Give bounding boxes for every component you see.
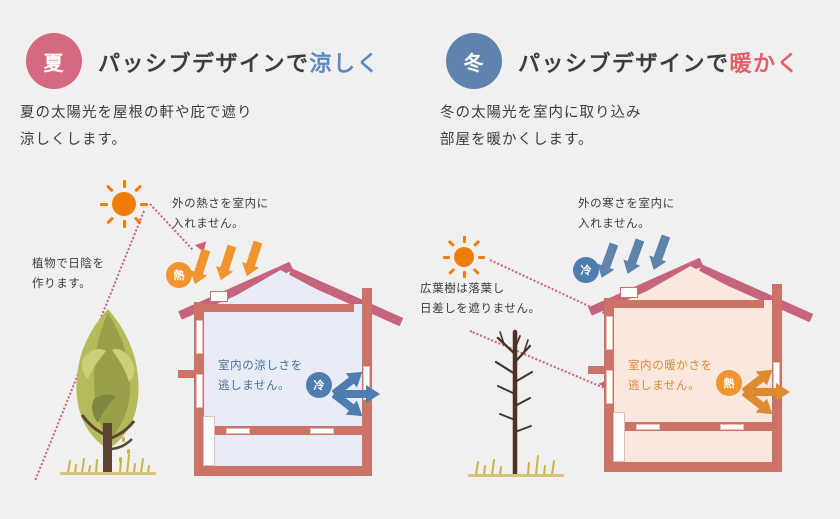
winter-wall-slot-lower-left <box>606 370 613 404</box>
winter-inside-heat-chip-label: 熱 <box>723 378 735 390</box>
summer-floor-slot-right <box>310 428 334 434</box>
winter-shade-note: 広葉樹は落葉し 日差しを遮りません。 <box>420 283 541 315</box>
winter-floor-band <box>604 422 782 431</box>
winter-roof-vent <box>620 287 638 298</box>
summer-inside-note: 室内の涼しさを 逃しません。 <box>218 360 303 392</box>
summer-season-badge-label: 夏 <box>43 52 65 75</box>
winter-block-note: 外の寒さを室内に 入れません。 <box>578 198 675 230</box>
winter-season-badge-label: 冬 <box>463 52 485 75</box>
winter-headline-main: パッシブデザインで <box>518 51 730 76</box>
summer-season-badge: 夏 <box>26 33 82 89</box>
winter-floor-slot-right <box>720 424 744 430</box>
bare-tree-graphic <box>468 329 564 477</box>
summer-description: 夏の太陽光を屋根の軒や庇で遮り 涼しくします。 <box>20 105 253 148</box>
summer-headline-accent: 涼しく <box>309 51 381 76</box>
winter-bare-tree <box>460 320 570 478</box>
winter-wall-slot-upper-left <box>606 316 613 350</box>
winter-foundation-right <box>772 422 782 472</box>
winter-foundation-base <box>604 462 782 472</box>
winter-headline-accent: 暖かく <box>729 51 801 76</box>
summer-crawlspace-fill <box>204 435 362 466</box>
winter-headline: パッシブデザインで暖かく <box>518 46 800 78</box>
winter-inside-note: 室内の暖かさを 逃しません。 <box>628 360 713 392</box>
winter-heat-arrow-right <box>744 383 792 401</box>
winter-house <box>588 254 818 482</box>
winter-foundation-column <box>613 412 625 462</box>
summer-inside-cold-chip-label: 冷 <box>313 380 325 392</box>
winter-season-badge: 冬 <box>446 33 502 89</box>
winter-inside-heat-chip: 熱 <box>716 370 742 396</box>
summer-outside-heat-chip-label: 熱 <box>173 270 185 282</box>
summer-floor-slot-left <box>226 428 250 434</box>
winter-left-eave <box>588 366 606 374</box>
winter-description: 冬の太陽光を室内に取り込み 部屋を暖かくします。 <box>440 105 642 148</box>
winter-floor-slot-left <box>636 424 660 430</box>
winter-panel: 冬 パッシブデザインで暖かく 冬の太陽光を室内に取り込み 部屋を暖かくします。 … <box>420 0 840 519</box>
winter-sun-icon <box>443 236 485 278</box>
summer-wall-slot-lower-left <box>196 374 203 408</box>
summer-floor-band <box>194 426 372 435</box>
summer-shade-note: 植物で日陰を 作ります。 <box>32 258 105 290</box>
summer-roof-vent <box>210 291 228 302</box>
summer-foundation-base <box>194 466 372 476</box>
winter-foundation-left <box>604 422 614 472</box>
winter-crawlspace-fill <box>614 431 772 462</box>
summer-block-note: 外の熱さを室内に 入れません。 <box>172 198 269 230</box>
summer-headline: パッシブデザインで涼しく <box>98 46 380 78</box>
summer-house <box>178 258 408 483</box>
summer-headline-main: パッシブデザインで <box>98 51 310 76</box>
summer-ceiling-band <box>202 304 354 312</box>
summer-cold-arrow-right <box>334 385 382 403</box>
winter-interior-fill <box>612 300 774 422</box>
winter-ceiling-band <box>612 300 764 308</box>
summer-left-eave <box>178 370 196 378</box>
winter-outside-cold-chip-label: 冷 <box>580 265 592 277</box>
summer-foundation-left <box>194 426 204 476</box>
summer-foundation-right <box>362 426 372 476</box>
summer-panel: 夏 パッシブデザインで涼しく 夏の太陽光を屋根の軒や庇で遮り 涼しくします。 植… <box>20 33 408 483</box>
summer-wall-slot-upper-left <box>196 320 203 354</box>
summer-outside-heat-chip: 熱 <box>166 262 192 288</box>
summer-foundation-column <box>203 416 215 466</box>
summer-leafy-tree <box>48 303 166 475</box>
winter-outside-cold-chip: 冷 <box>573 257 599 283</box>
leafy-tree-graphic <box>60 309 156 475</box>
summer-interior-fill <box>202 304 364 426</box>
summer-inside-cold-chip: 冷 <box>306 372 332 398</box>
summer-sun-icon <box>100 180 148 228</box>
